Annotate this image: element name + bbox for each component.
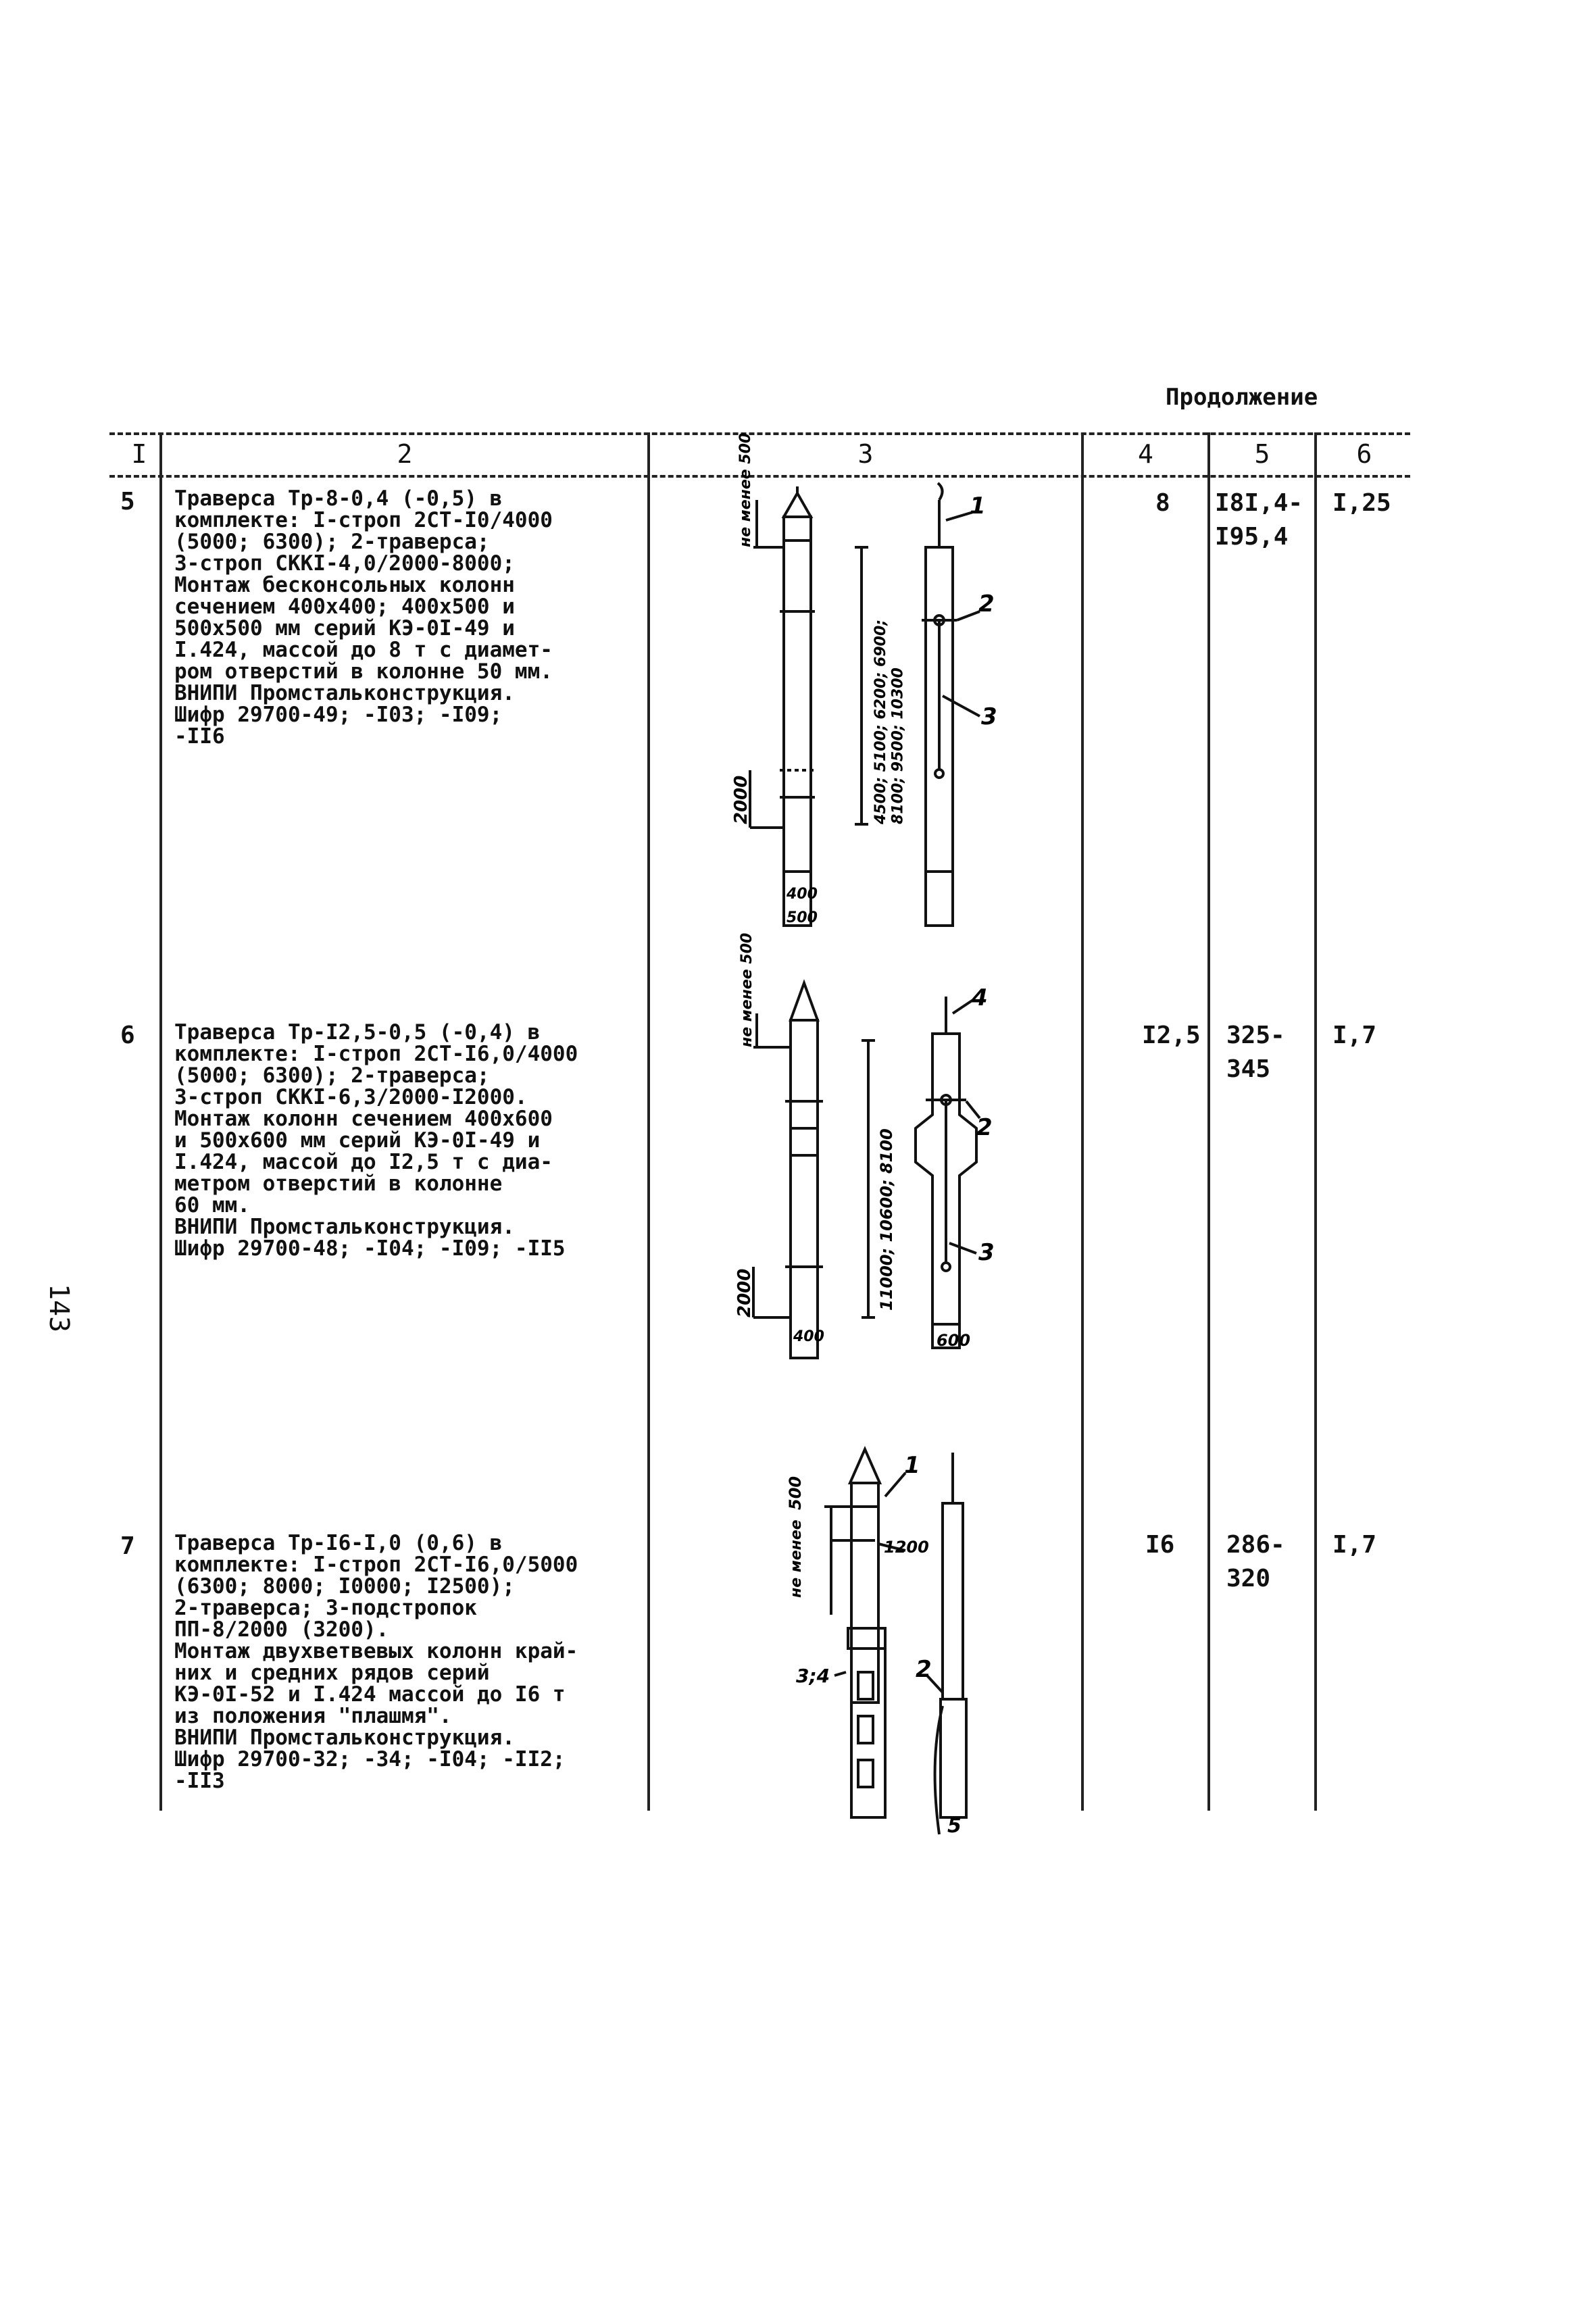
column-header-4: 4 — [1138, 439, 1153, 469]
row-col5-value: I8I,4- I95,4 — [1215, 489, 1303, 551]
row7-dim-mid: не менее — [788, 1519, 805, 1598]
row-col5-value: 286- 320 — [1226, 1531, 1285, 1592]
row-col6-value: I,7 — [1332, 1022, 1377, 1049]
row-col6-value: I,7 — [1332, 1531, 1377, 1559]
row7-dim-top: 500 — [786, 1476, 805, 1510]
row6-callout-2: 2 — [976, 1114, 993, 1141]
row-col4-value: I6 — [1145, 1531, 1175, 1559]
row6-dim-bottom: 2000 — [734, 1269, 755, 1317]
page-number: 143 — [43, 1284, 74, 1333]
table-header-rule — [109, 475, 1410, 478]
row5-callout-1: 1 — [970, 493, 986, 520]
continuation-label: Продолжение — [1166, 384, 1318, 411]
row7-sling — [850, 1482, 880, 1704]
row5-dim-section-b: 500 — [787, 909, 818, 926]
row-description: Траверса Тр-I6-I,0 (0,6) в комплекте: I-… — [174, 1531, 578, 1793]
row-description: Траверса Тр-8-0,4 (-0,5) в комплекте: I-… — [174, 486, 553, 749]
row-description: Траверса Тр-I2,5-0,5 (-0,4) в комплекте:… — [174, 1020, 578, 1261]
row-col5-value: 325- 345 — [1226, 1022, 1285, 1083]
row5-column-body — [782, 515, 812, 927]
row7-figure: 1 2 3;4 5 500 не менее 1200 — [786, 1446, 968, 1838]
row6-hook-triangle — [789, 979, 820, 1022]
row6-column-body — [789, 1019, 819, 1359]
row-col4-value: I2,5 — [1142, 1022, 1201, 1049]
row-col4-value: 8 — [1155, 489, 1170, 517]
row6-callout-4: 4 — [971, 984, 988, 1011]
row6-column-side — [914, 1032, 978, 1349]
row6-callout-3: 3 — [978, 1239, 995, 1266]
row6-dim-section-b: 600 — [937, 1331, 970, 1350]
row5-hook-triangle — [781, 490, 814, 518]
column-header-6: 6 — [1356, 439, 1372, 469]
row5-callout-3: 3 — [981, 703, 997, 730]
row7-hook-triangle — [847, 1446, 882, 1484]
row6-dim-top: не менее 500 — [739, 933, 755, 1047]
column-divider-4 — [1207, 432, 1210, 1811]
row7-callout-3-4: 3;4 — [796, 1665, 830, 1687]
row6-dim-section-a: 400 — [793, 1328, 824, 1345]
row7-column-body — [850, 1647, 887, 1819]
row6-dim-length: 11000; 10600; 8100 — [877, 1128, 896, 1311]
row7-dim-width: 1200 — [884, 1538, 929, 1557]
row5-callout-2: 2 — [978, 590, 995, 618]
row7-callout-2: 2 — [916, 1656, 932, 1683]
column-divider-1 — [159, 432, 162, 1811]
row5-dim-section-a: 400 — [786, 886, 818, 903]
row5-dim-length: 4500; 5100; 6200; 6900;8100; 9500; 10300 — [872, 620, 906, 825]
row-number: 5 — [120, 488, 135, 515]
row-number: 6 — [120, 1022, 135, 1049]
row5-dim-bottom: 2000 — [731, 776, 751, 824]
column-divider-3 — [1081, 432, 1084, 1811]
column-divider-2 — [647, 432, 650, 1811]
row-col6-value: I,25 — [1332, 489, 1391, 517]
table-top-rule — [109, 432, 1410, 435]
column-header-3: 3 — [857, 439, 874, 469]
column-divider-5 — [1314, 432, 1317, 1811]
column-header-5: 5 — [1254, 439, 1270, 469]
row5-figure: 1 2 3 не менее 500 2000 4500; 5100; 6200… — [731, 433, 997, 927]
row5-dim-top: не менее 500 — [737, 433, 754, 547]
row7-column-side — [939, 1698, 968, 1819]
column-header-1: I — [131, 439, 147, 469]
row-number: 7 — [120, 1532, 135, 1560]
row7-callout-1: 1 — [904, 1452, 920, 1479]
row7-callout-5: 5 — [947, 1814, 962, 1838]
row6-figure: 4 2 3 не менее 500 2000 11000; 10600; 81… — [734, 933, 995, 1359]
column-header-2: 2 — [397, 439, 413, 469]
